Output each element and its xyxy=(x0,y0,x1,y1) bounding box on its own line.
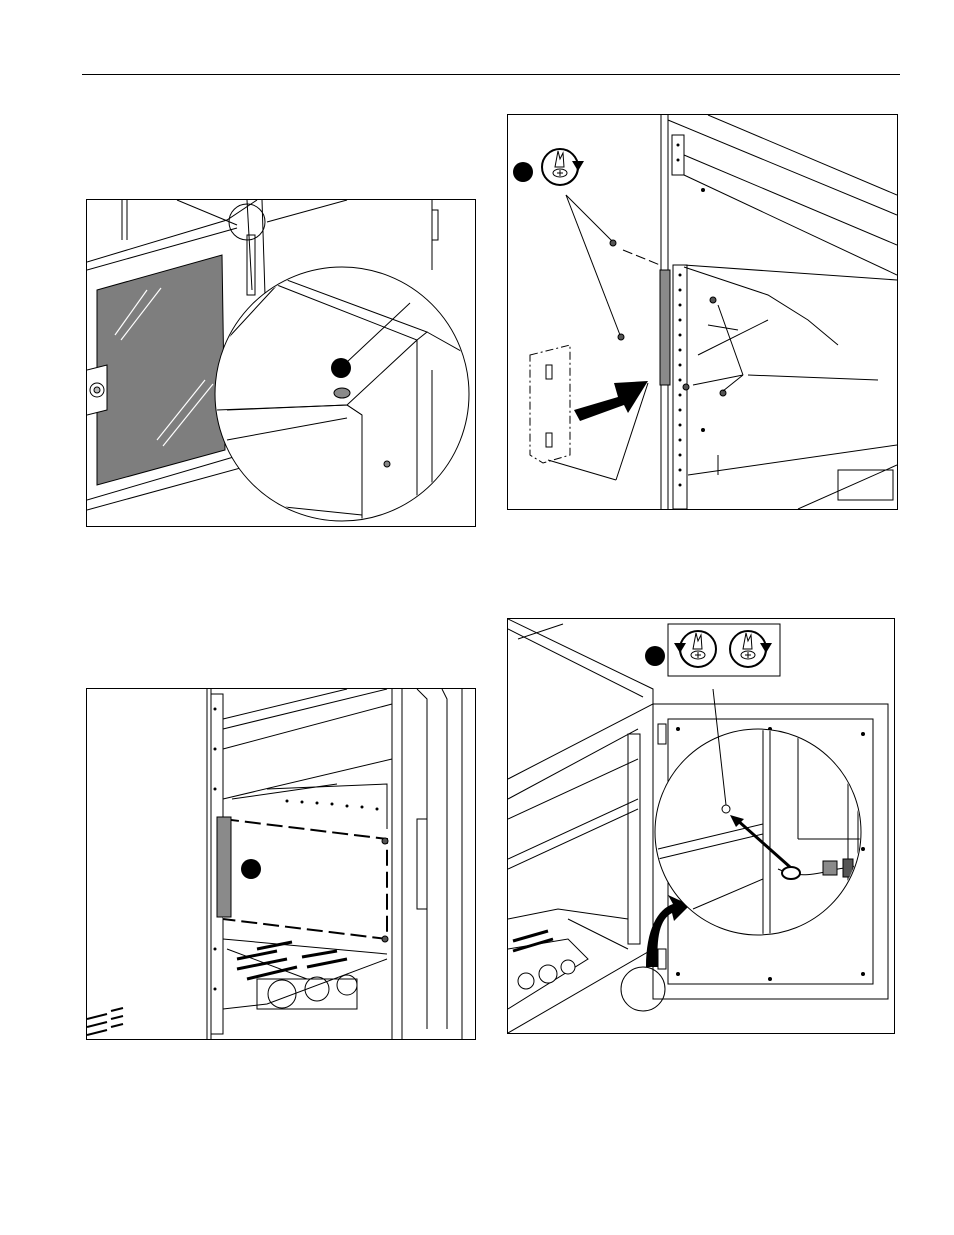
callout-marker xyxy=(241,859,261,879)
leader-lines xyxy=(548,195,743,480)
figure-ground-strap xyxy=(507,618,895,1034)
figure-bracket-install xyxy=(507,114,898,510)
rail-bracket xyxy=(660,270,670,385)
figure-panel-slide xyxy=(86,688,476,1040)
figure-side-panel-detail xyxy=(86,199,476,527)
ground-stud xyxy=(722,805,730,813)
ring-terminal xyxy=(782,867,800,879)
screw xyxy=(710,297,716,303)
insert-arrow xyxy=(574,381,648,421)
panel-outline xyxy=(223,819,387,939)
glass-side-panel xyxy=(97,255,225,485)
screw xyxy=(610,240,616,246)
bracket-outline xyxy=(530,345,570,463)
side-panel-illustration xyxy=(87,200,475,526)
header-rule xyxy=(82,74,900,75)
screw-tighten-icon xyxy=(542,149,584,185)
screw xyxy=(683,384,689,390)
callout-marker xyxy=(645,646,665,666)
bracket-install-illustration xyxy=(508,115,897,509)
ground-strap-illustration xyxy=(508,619,894,1033)
detail-indicator-circle xyxy=(621,967,665,1011)
rail-bracket xyxy=(217,817,231,917)
callout-marker xyxy=(513,162,533,182)
magnified-detail-circle xyxy=(655,729,861,935)
screw xyxy=(618,334,624,340)
panel-slide-illustration xyxy=(87,689,475,1039)
screw xyxy=(334,388,350,398)
